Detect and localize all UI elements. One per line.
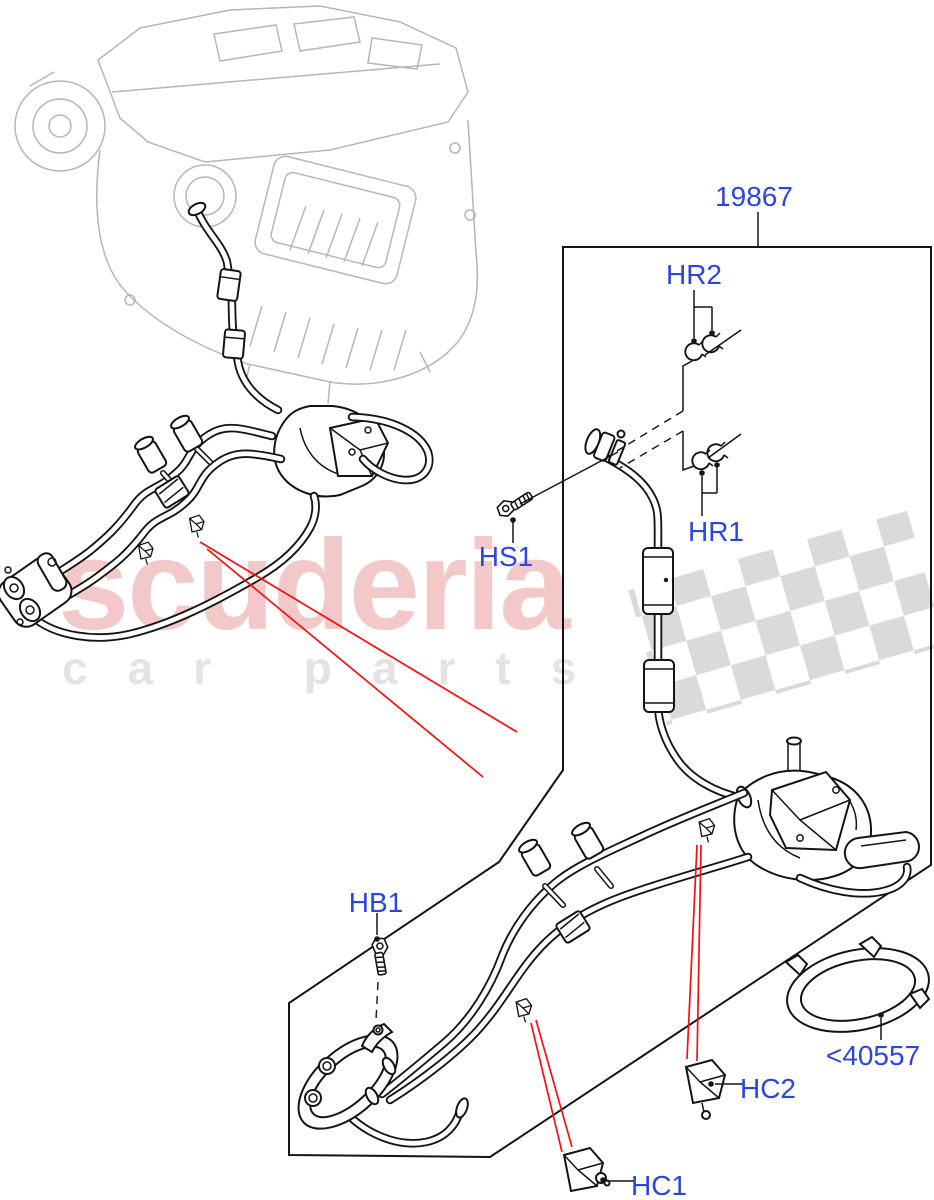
callout-gasket[interactable]: <40557 xyxy=(825,1040,921,1071)
callout-hr2[interactable]: HR2 xyxy=(665,259,723,290)
hb1-bolt-icon xyxy=(370,935,394,1021)
hc1-retaining-clip-icon xyxy=(562,1146,611,1193)
assembly-callout-19867[interactable]: 19867 xyxy=(715,181,793,212)
hr1-hose-clamp-icons xyxy=(619,430,742,472)
callout-hc2[interactable]: HC2 xyxy=(739,1073,797,1104)
heater-hose-assembly xyxy=(297,428,920,1146)
hs1-bolt-icon xyxy=(493,451,619,521)
heater-hose-in-situ xyxy=(0,201,429,637)
hvac-unit-ghost xyxy=(14,5,479,405)
detail-box-outline xyxy=(288,246,932,1159)
callout-hr1[interactable]: HR1 xyxy=(687,516,745,547)
watermark-tagline: car parts xyxy=(62,642,617,694)
callout-hb1[interactable]: HB1 xyxy=(348,887,404,918)
callout-hc1[interactable]: HC1 xyxy=(630,1170,688,1200)
red-leader-lines xyxy=(199,541,702,1153)
callout-hs1[interactable]: HS1 xyxy=(478,541,534,572)
hc2-retaining-clip-icon xyxy=(684,1058,727,1120)
checkered-flag-icon xyxy=(628,510,934,726)
gasket-seal-icon xyxy=(784,935,931,1033)
leader-lines xyxy=(374,212,884,1183)
hr2-hose-clamp-icons xyxy=(616,329,742,452)
